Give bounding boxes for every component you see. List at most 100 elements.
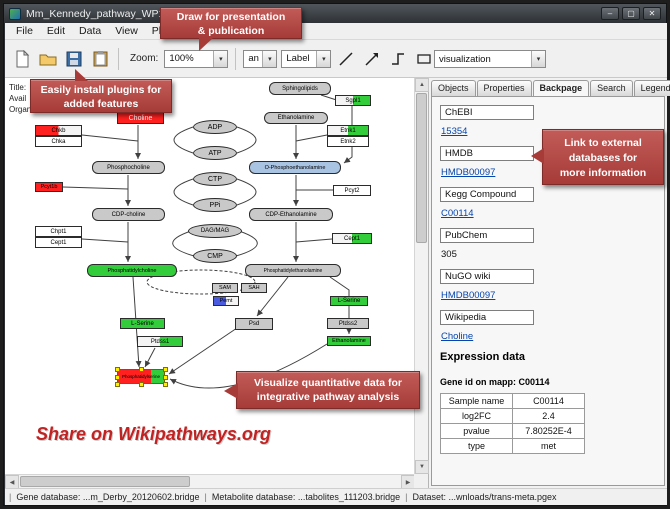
label-tool-label: Label xyxy=(286,53,310,64)
scroll-up-button[interactable]: ▲ xyxy=(415,78,429,92)
horizontal-scroll-thumb[interactable] xyxy=(20,476,190,487)
pathway-node-sah[interactable]: SAH xyxy=(241,283,267,293)
menu-file[interactable]: File xyxy=(16,25,33,37)
expression-table-cell: met xyxy=(512,438,585,454)
pathway-node-ethanolamine[interactable]: Ethanolamine xyxy=(327,336,371,346)
selection-handle[interactable] xyxy=(139,367,144,372)
pathway-node-chpt1[interactable]: Chpt1 xyxy=(35,226,82,237)
horizontal-scrollbar[interactable]: ◀ ▶ xyxy=(5,474,415,489)
pathway-node-phosphocholine[interactable]: Phosphocholine xyxy=(92,161,165,174)
selection-handle[interactable] xyxy=(115,374,120,380)
selection-handle[interactable] xyxy=(115,367,120,372)
maximize-button[interactable]: ▢ xyxy=(622,7,640,20)
datanode-tool-combobox[interactable]: an ▾ xyxy=(243,49,278,68)
selection-handle[interactable] xyxy=(163,367,168,372)
backpage-header-wikipedia: Wikipedia xyxy=(440,310,534,325)
pathway-node-sgpl1[interactable]: Sgpl1 xyxy=(335,95,371,106)
chevron-down-icon: ▾ xyxy=(531,51,545,67)
close-button[interactable]: ✕ xyxy=(643,7,661,20)
callout-visualize-line1: Visualize quantitative data for xyxy=(253,377,402,389)
backpage-link-chebi[interactable]: 15354 xyxy=(441,126,468,137)
callout-link-line3: more information xyxy=(559,167,647,179)
pathway-node-pcyt2[interactable]: Pcyt2 xyxy=(333,185,371,196)
tab-legend[interactable]: Legend xyxy=(633,80,670,96)
backpage-header-kegg-compound: Kegg Compound xyxy=(440,187,534,202)
pathway-node-etnk2[interactable]: Etnk2 xyxy=(327,136,369,147)
callout-visualize: Visualize quantitative data for integrat… xyxy=(224,371,420,409)
tab-properties[interactable]: Properties xyxy=(476,80,532,96)
connector-tool-button[interactable] xyxy=(387,47,410,70)
pathway-node-l-serine[interactable]: L-Serine xyxy=(330,296,368,306)
pathway-node-cdp-ethanolamine[interactable]: CDP-Ethanolamine xyxy=(249,208,333,221)
backpage-value-pubchem: 305 xyxy=(441,249,457,260)
menu-data[interactable]: Data xyxy=(79,25,102,37)
arrow-tool-button[interactable] xyxy=(361,47,384,70)
menu-view[interactable]: View xyxy=(115,25,138,37)
arrow-icon xyxy=(365,52,379,66)
pathway-node-ethanolamine[interactable]: Ethanolamine xyxy=(264,112,328,124)
open-file-button[interactable] xyxy=(37,47,59,70)
backpage-link-hmdb[interactable]: HMDB00097 xyxy=(441,167,496,178)
menu-edit[interactable]: Edit xyxy=(46,25,66,37)
pathway-node-sphingolipids[interactable]: Sphingolipids xyxy=(269,82,331,95)
rectangle-tool-button[interactable] xyxy=(413,47,436,70)
selection-handle[interactable] xyxy=(163,374,168,380)
line-tool-button[interactable] xyxy=(335,47,358,70)
pathway-canvas[interactable]: Title: Avail Organ xyxy=(5,78,429,489)
pathway-node-etnk1[interactable]: Etnk1 xyxy=(327,125,369,136)
pathway-node-adp[interactable]: ADP xyxy=(193,120,237,134)
pathway-node-phosphatidylethanolamine[interactable]: Phosphatidylethanolamine xyxy=(245,264,341,277)
export-button[interactable] xyxy=(89,47,111,70)
minimize-button[interactable]: – xyxy=(601,7,619,20)
scroll-left-button[interactable]: ◀ xyxy=(5,475,19,489)
statusbar-separator: | xyxy=(405,492,408,502)
pathway-node-choline[interactable]: Choline xyxy=(117,112,164,124)
pathway-node-l-serine[interactable]: L-Serine xyxy=(120,318,165,329)
pathway-info-text: Title: Avail Organ xyxy=(9,82,31,115)
pathway-node-atp[interactable]: ATP xyxy=(193,146,237,160)
pathway-node-cept1[interactable]: Cept1 xyxy=(332,233,372,244)
pathway-node-ctp[interactable]: CTP xyxy=(193,172,237,186)
toolbar-separator xyxy=(118,47,119,70)
selection-handle[interactable] xyxy=(115,382,120,387)
pathway-node-phosphatidylserine[interactable]: Phosphatidylserine xyxy=(115,367,168,387)
rectangle-icon xyxy=(417,53,431,64)
backpage-link-wikipedia[interactable]: Choline xyxy=(441,331,474,342)
pathway-node-pemt[interactable]: Pemt xyxy=(213,296,239,306)
selection-handle[interactable] xyxy=(139,382,144,387)
scroll-right-button[interactable]: ▶ xyxy=(401,475,415,489)
pathway-node-ppi[interactable]: PPi xyxy=(193,198,237,212)
callout-tail xyxy=(75,69,88,81)
label-tool-combobox[interactable]: Label ▾ xyxy=(281,49,332,68)
save-button[interactable] xyxy=(63,47,85,70)
tab-objects[interactable]: Objects xyxy=(431,80,476,96)
pathway-node-phosphatidylcholine[interactable]: Phosphatidylcholine xyxy=(87,264,177,277)
pathway-node-dag-mag[interactable]: DAG/MAG xyxy=(188,224,242,238)
title-bar: Mm_Kennedy_pathway_WP1771_45176.gpml – ▢… xyxy=(4,4,666,23)
pathway-node-o-phosphoethanolamine[interactable]: O-Phosphoethanolamine xyxy=(249,161,341,174)
pathway-node-cmp[interactable]: CMP xyxy=(193,249,237,263)
gene-id-line: Gene id on mapp: C00114 xyxy=(440,377,550,387)
zoom-combobox[interactable]: 100% ▾ xyxy=(164,49,229,68)
pathway-node-sam[interactable]: SAM xyxy=(212,283,238,293)
tab-search[interactable]: Search xyxy=(590,80,633,96)
pathway-node-ptdss1[interactable]: Ptdss1 xyxy=(137,336,183,347)
scroll-down-button[interactable]: ▼ xyxy=(415,460,429,474)
selection-handle[interactable] xyxy=(163,382,168,387)
pathway-node-ptdss2[interactable]: Ptdss2 xyxy=(327,318,369,329)
backpage-link-kegg-compound[interactable]: C00114 xyxy=(441,208,474,219)
pathway-drawing-area[interactable]: Title: Avail Organ xyxy=(5,78,415,474)
backpage-link-nugo-wiki[interactable]: HMDB00097 xyxy=(441,290,496,301)
vertical-scroll-thumb[interactable] xyxy=(416,93,427,243)
new-file-button[interactable] xyxy=(11,47,33,70)
zoom-value: 100% xyxy=(169,53,194,64)
pathway-node-psd[interactable]: Psd xyxy=(235,318,273,330)
vertical-scrollbar[interactable]: ▲ ▼ xyxy=(414,78,429,474)
pathway-node-cept1[interactable]: Cept1 xyxy=(35,237,82,248)
pathway-node-cdp-choline[interactable]: CDP-choline xyxy=(92,208,165,221)
pathway-node-pcyt1b[interactable]: Pcyt1b xyxy=(35,182,63,192)
tab-backpage[interactable]: Backpage xyxy=(532,80,590,96)
pathway-node-chkb[interactable]: Chkb xyxy=(35,125,82,136)
visualization-combobox[interactable]: visualization ▾ xyxy=(434,50,546,68)
pathway-node-chka[interactable]: Chka xyxy=(35,136,82,147)
